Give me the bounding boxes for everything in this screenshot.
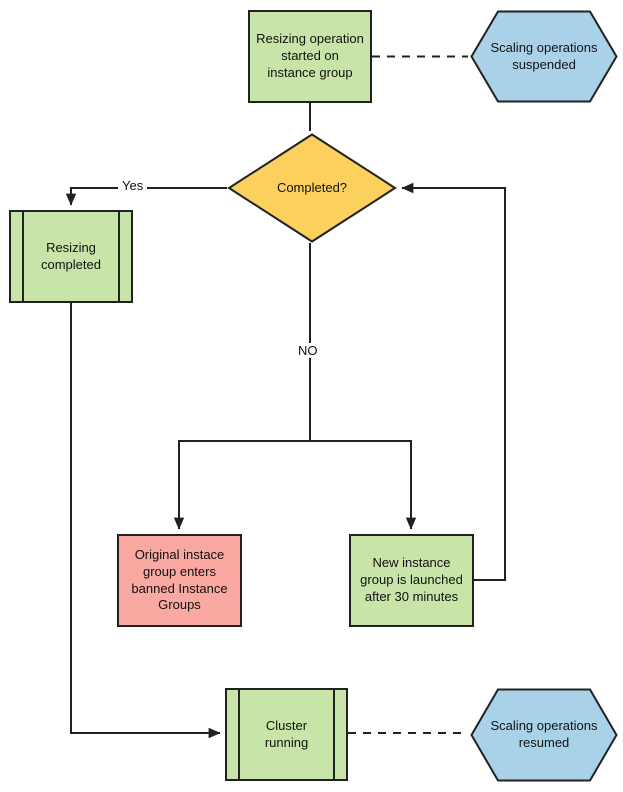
node-new-instance-group: New instance group is launched after 30 … [349, 534, 474, 627]
hexagon-shape [470, 688, 618, 782]
node-scaling-resumed: Scaling operations resumed [470, 688, 618, 782]
predefined-process-bar-left [22, 212, 24, 301]
diamond-shape [227, 133, 397, 243]
connector-retry-loop [401, 182, 506, 581]
node-resizing-started-label: Resizing operation started on instance g… [256, 31, 364, 80]
node-original-instance-group-label: Original instace group enters banned Ins… [131, 546, 228, 613]
connector-yes-branch [65, 187, 227, 206]
hexagon-outline [470, 688, 618, 782]
node-resizing-started: Resizing operation started on instance g… [248, 10, 372, 103]
connector-completed-to-cluster [70, 303, 221, 739]
edge-label-yes: Yes [118, 178, 148, 193]
predefined-process-bar-right [333, 690, 335, 779]
hexagon-outline [470, 10, 618, 103]
node-new-instance-group-label: New instance group is launched after 30 … [360, 555, 463, 604]
node-completed-decision-label: Completed? [276, 179, 348, 195]
node-scaling-resumed-label: Scaling operations resumed [490, 718, 598, 750]
node-resizing-completed: Resizing completed [9, 210, 133, 303]
hexagon-shape [470, 10, 618, 103]
predefined-process-bar-right [118, 212, 120, 301]
node-scaling-suspended-label: Scaling operations suspended [490, 39, 598, 72]
edge-label-no: NO [294, 343, 322, 358]
node-resizing-completed-label: Resizing completed [41, 239, 101, 272]
node-cluster-running: Cluster running [225, 688, 348, 781]
node-scaling-suspended: Scaling operations suspended [470, 10, 618, 103]
connector-no-left-branch [173, 440, 310, 530]
node-original-instance-group: Original instace group enters banned Ins… [117, 534, 242, 627]
diamond-outline [227, 133, 397, 243]
node-cluster-running-label: Cluster running [264, 717, 309, 750]
predefined-process-bar-left [238, 690, 240, 779]
node-completed-decision: Completed? [227, 133, 397, 243]
connector-no-right-branch [310, 440, 417, 530]
